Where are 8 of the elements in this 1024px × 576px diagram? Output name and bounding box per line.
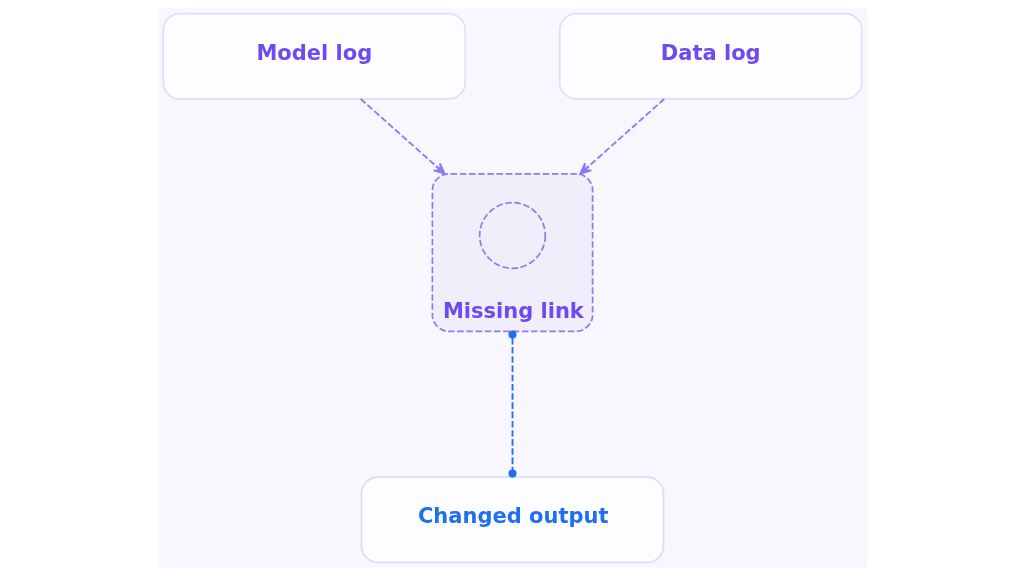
arrow [359,98,446,175]
node-circle [478,201,546,270]
node-box: Changed output [360,476,664,564]
node-box: Model log [161,12,466,100]
arrow [578,98,665,175]
node-box: Data log [558,12,863,100]
cluster: Missing link [431,172,593,333]
connector [507,330,517,478]
